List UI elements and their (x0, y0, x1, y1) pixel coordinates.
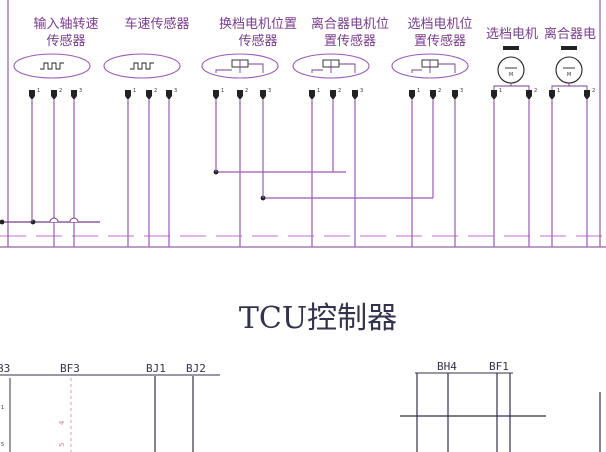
motor-lead (510, 83, 530, 90)
pin-number: 2 (245, 88, 248, 94)
connector-label-bj1: BJ1 (146, 362, 166, 375)
motor-circle-icon (555, 56, 583, 84)
pin-connector-icon (430, 90, 436, 100)
pin-number: 2 (59, 88, 62, 94)
sensor-label-line1: 输入轴转速 (33, 16, 98, 32)
junction-dot-left (0, 219, 5, 225)
motor-label: 离合器电 (544, 26, 596, 42)
connector-label-bh4: BH4 (437, 360, 457, 373)
sensor-label-line1: 选档电机位 (407, 17, 472, 32)
pin-number: 3 (268, 88, 271, 94)
connector-label-bf3: BF3 (60, 362, 80, 375)
pin-number: 2 (534, 88, 537, 94)
pin-number: 2 (592, 88, 595, 94)
sensor-ellipse (13, 53, 91, 79)
sensor-ellipse (292, 53, 370, 79)
pin-number: 1 (221, 88, 224, 94)
pin-connector-icon (526, 90, 532, 100)
pin-connector-icon (309, 90, 315, 100)
pin-connector-icon (71, 90, 77, 100)
pin-number: 3 (360, 88, 363, 94)
motor-select-motor: 选档电机 M 1 2 (486, 27, 538, 247)
pin-connector-icon (491, 90, 497, 100)
sensor-ellipse (391, 53, 469, 79)
controller-title: TCU控制器 (239, 301, 397, 336)
motor-symbol-mark: M (567, 72, 571, 78)
pin-connector-icon (213, 90, 219, 100)
motor-top-icon (503, 46, 519, 50)
pin-connector-icon (125, 90, 131, 100)
pin-number: 1 (317, 88, 320, 94)
motor-lead (568, 83, 588, 90)
pin-number: 3 (174, 88, 177, 94)
pin-number: 3 (460, 88, 463, 94)
pin-connector-icon (352, 90, 358, 100)
pin-connector-icon (51, 90, 57, 100)
sensor-label-line1: 换档电机位置 (219, 17, 297, 32)
motor-symbol-mark: M (509, 72, 513, 78)
sensor-label-line2: 置传感器 (414, 33, 466, 49)
pink-mark-1: 4 (58, 420, 66, 425)
pin-number: 1 (417, 88, 420, 94)
sensor-label-line2: 传感器 (238, 33, 277, 49)
pin-number: 2 (338, 88, 341, 94)
connector-label-b3: B3 (0, 362, 10, 375)
sensor-ellipse (201, 53, 279, 79)
pulse-wave-icon (130, 62, 154, 70)
sensor-label-line1: 车速传感器 (124, 16, 189, 32)
wire-crossover (49, 217, 59, 223)
pin-connector-icon (260, 90, 266, 100)
pin-connector-icon (237, 90, 243, 100)
motor-lead (493, 83, 512, 90)
motor-clutch-motor: 离合器电 M 1 2 (544, 26, 596, 247)
pin-connector-icon (584, 90, 590, 100)
pin-number: 3 (79, 88, 82, 94)
wire-crossover (69, 217, 79, 223)
pin-connector-icon (146, 90, 152, 100)
pin-number: 1 (557, 88, 560, 94)
pin-connector-icon (166, 90, 172, 100)
motor-label: 选档电机 (486, 27, 538, 42)
pink-mark-2: 5 (58, 443, 66, 447)
side-mark-2: 5 (1, 442, 4, 448)
pin-number: 1 (499, 88, 502, 94)
pin-connector-icon (452, 90, 458, 100)
potentiometer-leads (311, 60, 356, 73)
motor-top-icon (561, 46, 577, 50)
pin-connector-icon (330, 90, 336, 100)
pin-connector-icon (29, 90, 35, 100)
pulse-wave-icon (40, 62, 64, 70)
sensor-ellipse (103, 53, 181, 79)
motor-lead (551, 83, 570, 90)
potentiometer-leads (215, 60, 264, 73)
sensor-label-line2: 传感器 (46, 33, 85, 49)
potentiometer-leads (411, 60, 456, 73)
sensor-speed: 车速传感器 1 2 3 (103, 16, 190, 247)
pin-number: 1 (37, 88, 40, 94)
sensor-label-line2: 置传感器 (324, 33, 376, 49)
pin-connector-icon (549, 90, 555, 100)
motor-circle-icon (497, 56, 525, 84)
sensor-label-line1: 离合器电机位 (311, 16, 389, 32)
side-mark-1: 1 (1, 405, 4, 411)
pin-connector-icon (409, 90, 415, 100)
pin-number: 2 (154, 88, 157, 94)
connector-label-bj2: BJ2 (186, 362, 206, 375)
connector-label-bf1: BF1 (489, 360, 509, 373)
pin-number: 2 (438, 88, 441, 94)
junction-dot-1 (30, 219, 36, 225)
pin-number: 1 (133, 88, 136, 94)
motor-group: 选档电机 M 1 2 离合器电 M 1 2 (486, 26, 596, 247)
